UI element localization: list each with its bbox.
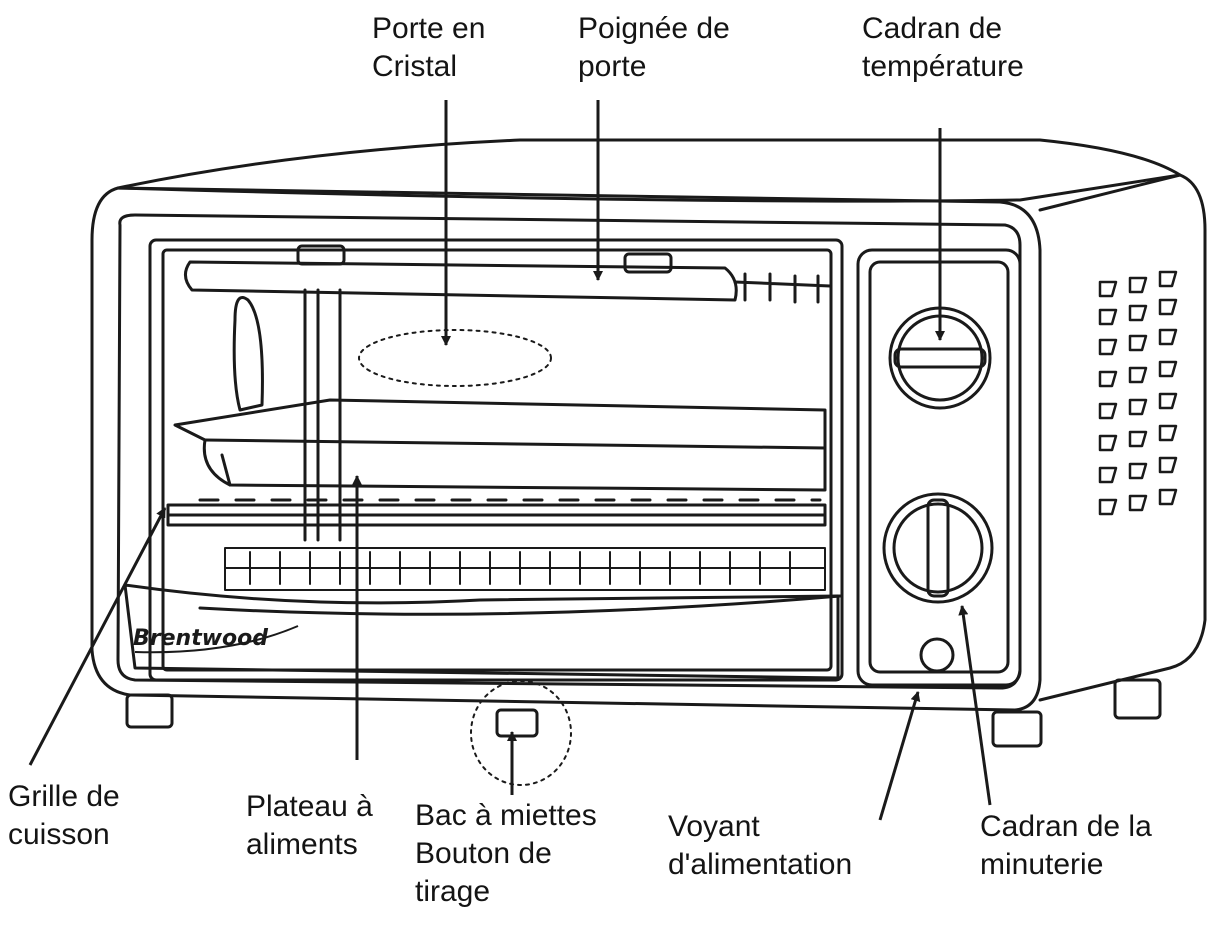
crystal-door-highlight [358, 329, 552, 387]
label-crumb-tray: Bac à miettes Bouton de tirage [415, 799, 597, 908]
timer-dial[interactable] [882, 492, 994, 604]
oven-top [116, 138, 1182, 203]
side-vents [1098, 270, 1178, 516]
oven-front-outline [90, 186, 1042, 712]
label-temperature-dial: Cadran de température [862, 12, 1024, 83]
arrow-cooking-rack [28, 507, 167, 766]
inner-pillar [303, 288, 342, 542]
label-power-light: Voyant d'alimentation [668, 810, 853, 881]
label-timer-dial: Cadran de la minuterie [980, 810, 1152, 881]
timer-dial-grip [926, 498, 950, 598]
crumb-tray-knob[interactable] [495, 708, 539, 738]
oven-side-panel [1038, 173, 1207, 702]
upper-heating-coil [733, 272, 832, 304]
crystal-door-glass [161, 248, 833, 672]
arrow-power-light [878, 691, 921, 821]
power-light [919, 637, 955, 673]
lower-heating-element [224, 547, 826, 591]
foot-back-right [1113, 678, 1162, 720]
brand-logo: Brentwood [133, 626, 268, 651]
foot-front-left [125, 693, 174, 729]
cooking-rack [166, 503, 827, 527]
foot-front-right [991, 710, 1043, 748]
temperature-dial-grip [893, 347, 987, 369]
label-cooking-rack: Grille de cuisson [8, 780, 120, 851]
label-crystal-door: Porte en Cristal [372, 12, 486, 83]
label-food-tray: Plateau à aliments [246, 790, 373, 861]
food-tray [173, 398, 827, 492]
handle-bracket-left [296, 244, 346, 266]
handle-bracket-right [623, 252, 673, 274]
front-inner-frame [116, 213, 1022, 690]
door-handle [184, 260, 738, 302]
door-bottom-panel [123, 583, 840, 680]
crystal-door-frame [148, 238, 844, 682]
arrow-timer-dial [958, 605, 992, 806]
rack-hook [232, 296, 264, 412]
crumb-tray-highlight [470, 680, 572, 786]
label-door-handle: Poignée de porte [578, 12, 730, 83]
